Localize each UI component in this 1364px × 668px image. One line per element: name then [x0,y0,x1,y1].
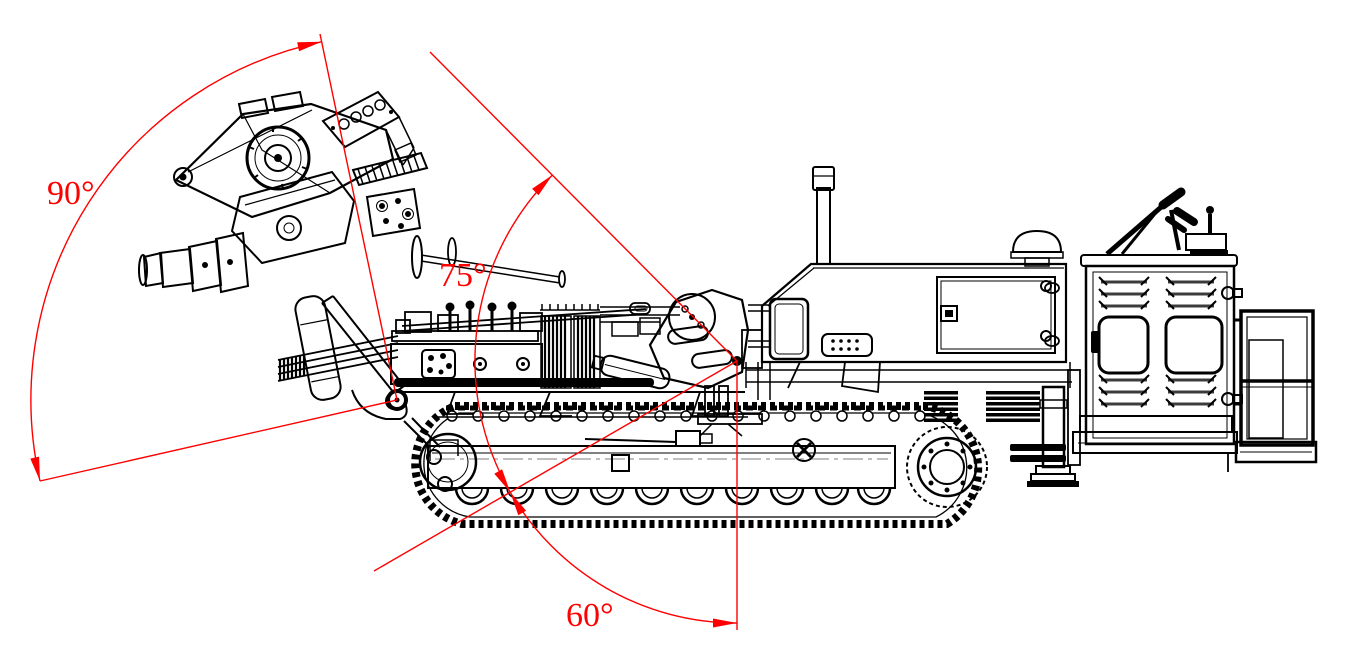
raised-axis-line [319,33,398,401]
front-step [741,329,763,369]
door-handle [940,305,958,322]
angle-label-60: 60° [566,597,614,634]
rod-storage-slats [540,304,601,389]
track-cleat-band [411,402,983,528]
swivel-disc [668,293,716,341]
platform-panel [1248,339,1284,439]
drill-housing [230,170,356,265]
arc-75 [474,174,553,493]
lever-grip [1158,187,1186,210]
arc-60 [509,491,738,624]
rear-cabin [1040,187,1243,454]
drive-sprocket [906,426,988,508]
boom-support-deck [351,300,748,420]
nameplate [821,333,873,357]
window-latch [1091,331,1099,353]
chassis-rails [745,362,1072,400]
rotary-bearing [245,125,311,191]
operator-window [768,297,810,361]
cabin-window-left [1097,315,1150,375]
angle-annotation-60: 60° [509,361,738,634]
upper-45-line [429,51,738,362]
suspension-slats [924,391,1066,462]
cabin-hinges [1040,280,1243,406]
angle-annotation-75: 75° [373,51,738,572]
control-levers [1098,187,1232,256]
angle-label-75: 75° [439,257,487,294]
exhaust-stack [812,166,835,265]
frame-opening [611,454,630,472]
rear-suspension-outrigger [924,369,1081,487]
drifter-motor [138,231,250,294]
carrier-wheel [792,438,816,462]
louver-panels [1097,275,1218,409]
arrowhead [532,175,553,196]
deck-posts [404,300,543,333]
machine-drawing [138,90,1318,528]
platform-base [1234,440,1318,464]
platform-mounts [1234,318,1241,406]
angle-annotations: 90° 75° 60° [30,33,738,634]
arrowhead [494,469,511,493]
arrowhead [30,456,40,481]
feed-screw [351,151,429,187]
air-cleaner [1010,229,1064,267]
cabin-window-right [1164,315,1224,375]
lowered-axis-line [39,399,398,482]
arrowhead [510,492,527,516]
machine-body [741,166,1072,400]
mud-flap [787,361,881,394]
angle-label-90: 90° [47,175,95,212]
lower-30-line [373,360,738,572]
arrowhead [297,41,322,52]
tilt-cylinder [590,354,671,390]
track-inner-line [423,412,968,518]
angle-annotation-90: 90° [30,33,398,482]
track-rollers [454,486,892,506]
rear-platform-railing [1227,309,1318,472]
extension-cylinder [395,302,651,334]
boom-turret-linkage [590,288,770,437]
valve-plate [365,187,422,238]
arc-90 [30,41,322,482]
valve-block [1185,233,1227,251]
front-idler [418,432,478,492]
pivot-bracket [351,389,408,420]
crawler-track [403,402,988,528]
rear-outrigger-jack [1027,385,1079,487]
arrowhead [713,618,737,628]
feed-rails [277,335,399,382]
top-clamps [237,90,305,120]
front-mount [403,417,441,448]
